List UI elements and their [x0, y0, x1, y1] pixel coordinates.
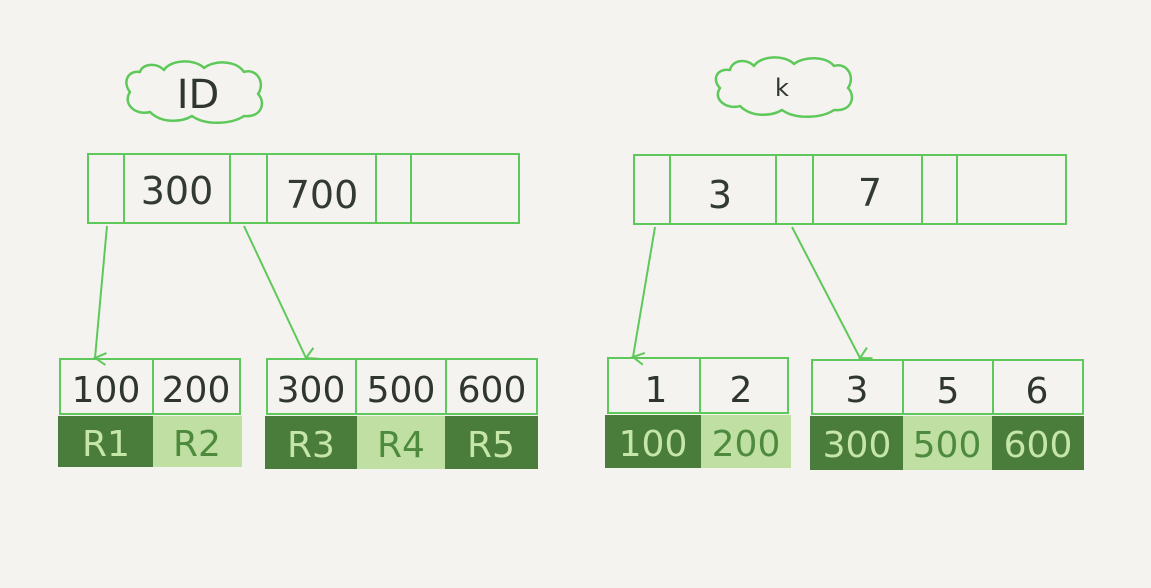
row-value: 200 [712, 424, 781, 465]
row-value: R1 [82, 424, 130, 465]
row-value: 300 [823, 425, 892, 466]
pointer-arrow [243, 225, 306, 358]
primary-root-node: 300 700 [87, 153, 520, 224]
primary-index-label: ID [177, 72, 220, 118]
secondary-index-label: k [775, 74, 789, 102]
leaf-key: 600 [458, 370, 527, 411]
pointer-arrow [633, 226, 656, 357]
leaf-key: 6 [1026, 371, 1049, 412]
primary-index-tree: ID 300 700 100 200 R1 R2 [58, 60, 538, 469]
row-value: R5 [467, 425, 515, 466]
row-cell-light [357, 416, 445, 469]
leaf-key: 200 [162, 370, 231, 411]
root-key: 7 [858, 171, 882, 215]
leaf-key: 1 [645, 370, 668, 411]
row-cell-dark [58, 416, 153, 467]
row-cell-dark [992, 416, 1084, 470]
secondary-index-label-cloud: k [714, 56, 854, 118]
leaf-key-border [266, 358, 538, 415]
secondary-root-node: 3 7 [633, 154, 1067, 225]
row-value: 600 [1004, 425, 1073, 466]
leaf-key-border [607, 357, 789, 414]
leaf-key-border [811, 359, 1084, 415]
root-key: 300 [141, 169, 214, 213]
row-cell-dark [265, 416, 357, 469]
row-cell-dark [445, 416, 538, 469]
row-value: 500 [913, 425, 982, 466]
row-value: R4 [377, 425, 425, 466]
secondary-root-border [633, 154, 1067, 225]
row-value: 100 [619, 424, 688, 465]
row-value: R2 [173, 424, 221, 465]
row-cell-dark [810, 416, 903, 470]
leaf-key: 5 [937, 371, 960, 412]
row-cell-light [903, 416, 992, 470]
primary-root-border [87, 153, 520, 224]
leaf-key-border [59, 358, 241, 415]
secondary-leaf-node: 1 2 100 200 [605, 357, 791, 468]
leaf-key: 300 [277, 370, 346, 411]
row-cell-light [701, 415, 791, 468]
leaf-key: 100 [72, 370, 141, 411]
primary-leaf-node: 100 200 R1 R2 [58, 358, 242, 467]
row-value: R3 [287, 425, 335, 466]
leaf-key: 2 [730, 370, 753, 411]
primary-index-label-cloud: ID [125, 60, 264, 124]
leaf-key: 3 [846, 370, 869, 411]
row-cell-light [153, 416, 242, 467]
root-key: 700 [286, 173, 359, 217]
pointer-arrow [95, 225, 108, 358]
primary-leaf-node: 300 500 600 R3 R4 R5 [265, 358, 538, 469]
root-key: 3 [708, 173, 732, 217]
leaf-key: 500 [367, 370, 436, 411]
pointer-arrow [791, 226, 860, 358]
secondary-leaf-node: 3 5 6 300 500 600 [810, 359, 1084, 470]
row-cell-dark [605, 415, 701, 468]
secondary-index-tree: k 3 7 1 2 100 200 [605, 56, 1084, 470]
